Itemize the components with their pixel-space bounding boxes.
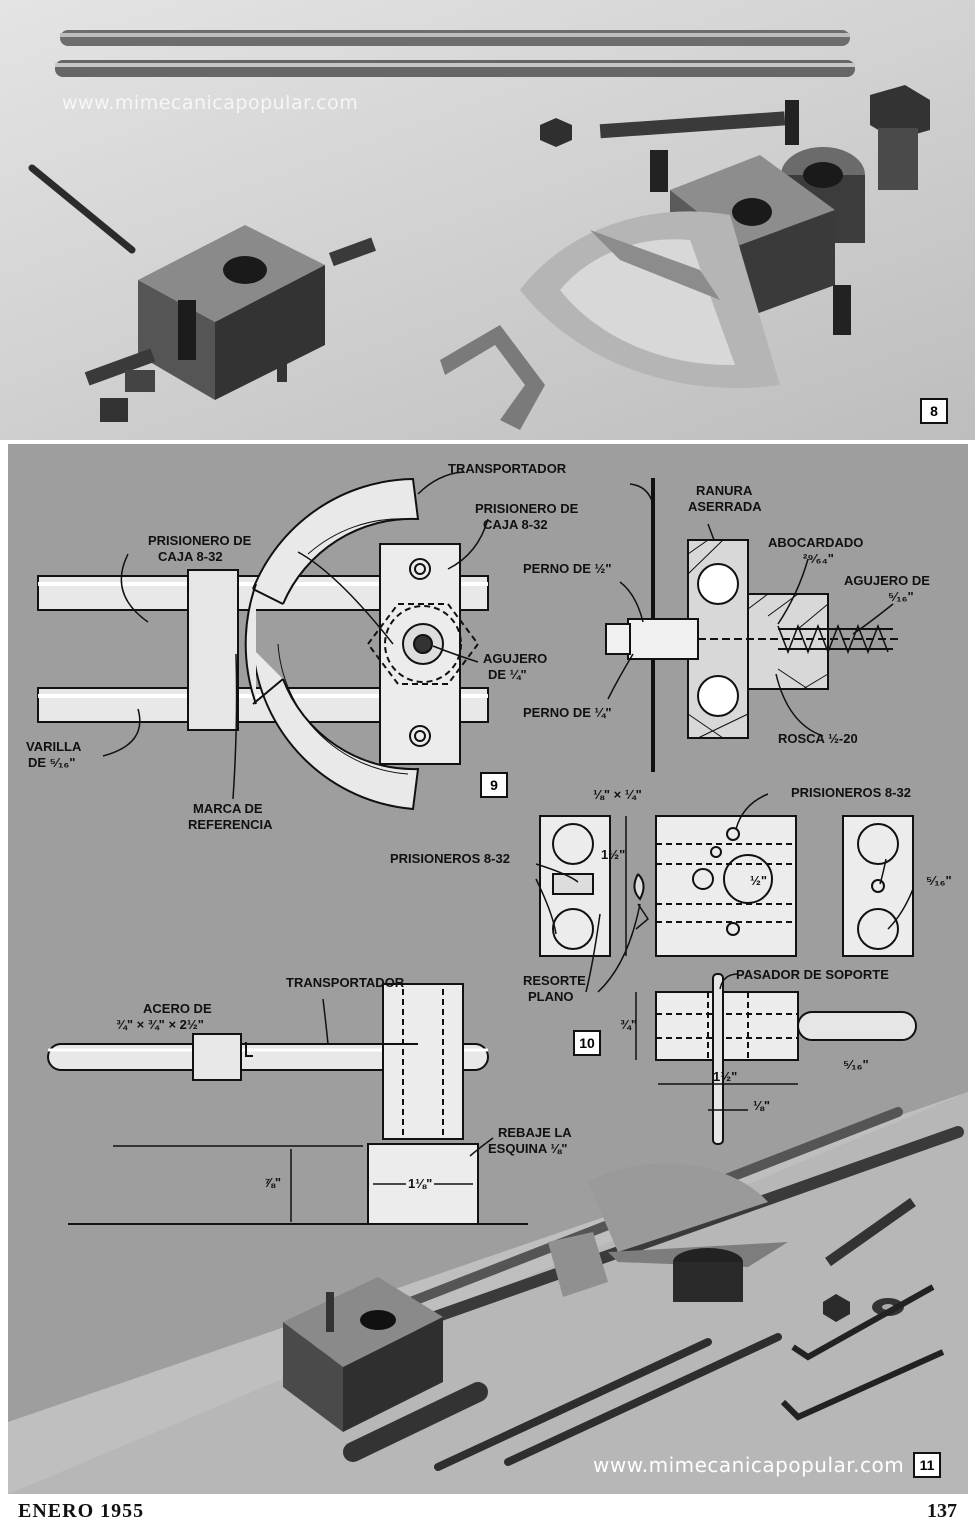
label-varilla-2: DE ⁵⁄₁₆" <box>28 755 76 770</box>
label-perno-quarter: PERNO DE ¼" <box>523 705 612 720</box>
label-agujero-2: DE ¼" <box>488 667 527 682</box>
label-agujero-de: AGUJERO DE <box>844 573 930 588</box>
label-prisioneros-top: PRISIONEROS 8-32 <box>791 785 911 800</box>
label-width-dim-side: 1⅛" <box>406 1176 435 1191</box>
label-height-dim-side: ⅞" <box>264 1175 282 1190</box>
photo-figure-8: www.mimecanicapopular.com 8 <box>0 0 975 440</box>
label-resorte-1: RESORTE <box>523 973 586 988</box>
figure-number-11: 11 <box>913 1452 941 1478</box>
label-agujero-dim: ⁵⁄₁₆" <box>888 589 914 604</box>
watermark-bottom: www.mimecanicapopular.com <box>593 1453 905 1477</box>
label-acero-1: ACERO DE <box>143 1001 212 1016</box>
label-perno-half: PERNO DE ½" <box>523 561 612 576</box>
photo-8-illustration <box>28 30 930 430</box>
label-w-dim: 1½" <box>713 1069 738 1084</box>
label-slot-dim: ⅛" × ¼" <box>593 787 642 802</box>
photo-11-illustration <box>8 1092 968 1494</box>
label-rosca: ROSCA ½-20 <box>778 731 858 746</box>
label-pin-dim: ⅛" <box>753 1098 771 1113</box>
label-prisionero-right-2: CAJA 8-32 <box>483 517 548 532</box>
watermark-top: www.mimecanicapopular.com <box>62 92 359 114</box>
label-acero-2: ¾" × ¾" × 2½" <box>116 1017 204 1032</box>
label-prisionero-right-1: PRISIONERO DE <box>475 501 579 516</box>
label-prisionero-left-2: CAJA 8-32 <box>158 549 223 564</box>
figure-number-10: 10 <box>573 1030 601 1056</box>
label-abocardado: ABOCARDADO <box>768 535 864 550</box>
label-transportador-top: TRANSPORTADOR <box>448 461 567 476</box>
label-abocardado-dim: ²⁹⁄₆₄" <box>803 551 834 566</box>
label-varilla-1: VARILLA <box>26 739 82 754</box>
label-ranura-1: RANURA <box>696 483 753 498</box>
label-agujero-1: AGUJERO <box>483 651 548 666</box>
label-pasador: PASADOR DE SOPORTE <box>736 967 889 982</box>
label-hole-dim: ½" <box>750 873 768 888</box>
figure-number-9: 9 <box>480 772 508 798</box>
photo-figure-11: www.mimecanicapopular.com 11 <box>8 1092 968 1494</box>
label-resorte-2: PLANO <box>528 989 574 1004</box>
label-h-dim: ¾" <box>620 1017 638 1032</box>
label-transportador-side: TRANSPORTADOR <box>286 975 405 990</box>
label-rebaje-1: REBAJE LA <box>498 1125 572 1140</box>
footer-issue: ENERO 1955 <box>18 1500 145 1522</box>
diagram-panel: TRANSPORTADOR PRISIONERO DE CAJA 8-32 PR… <box>8 444 968 1494</box>
label-marca-2: REFERENCIA <box>188 817 273 832</box>
label-ranura-2: ASERRADA <box>688 499 762 514</box>
technical-drawings <box>37 471 917 1225</box>
label-prisioneros-left: PRISIONEROS 8-32 <box>390 851 510 866</box>
label-prisionero-left-1: PRISIONERO DE <box>148 533 252 548</box>
label-side-dim: ⁵⁄₁₆" <box>926 873 952 888</box>
label-height-dim: 1½" <box>601 847 626 862</box>
label-marca-1: MARCA DE <box>193 801 263 816</box>
footer-page-number: 137 <box>927 1500 957 1522</box>
figure-number-8: 8 <box>920 398 948 424</box>
label-rod-dim: ⁵⁄₁₆" <box>843 1057 869 1072</box>
label-rebaje-2: ESQUINA ⅛" <box>488 1141 568 1156</box>
